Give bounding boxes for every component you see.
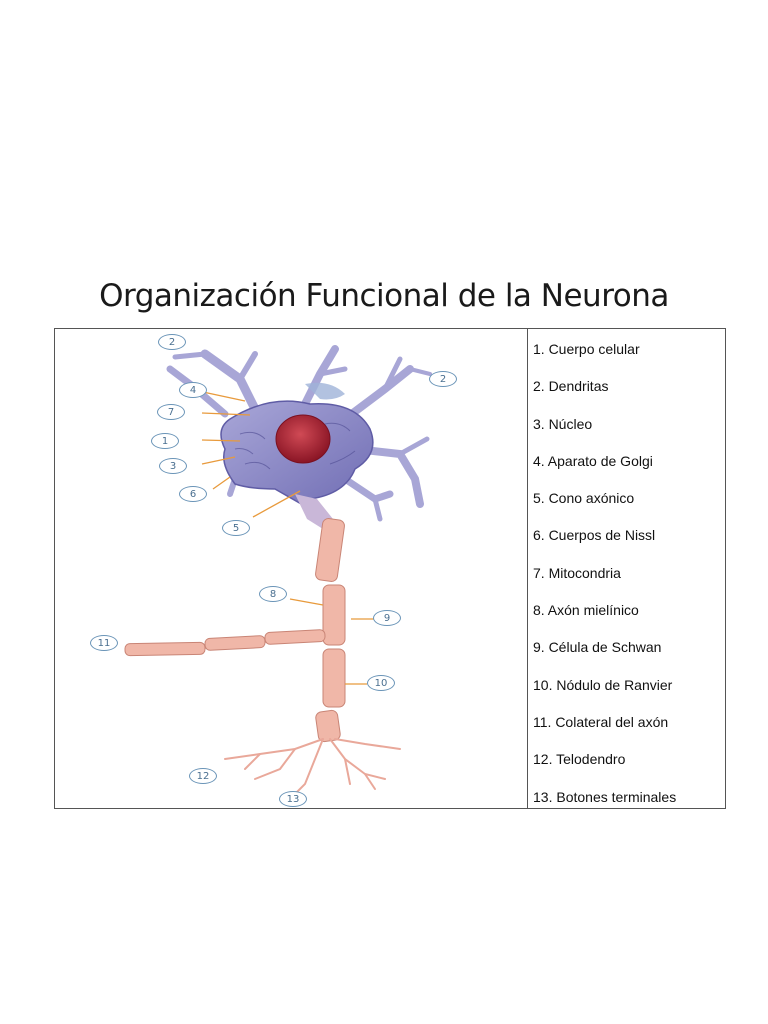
dendrite-blue-process: [305, 382, 345, 400]
nucleus: [275, 414, 331, 464]
page-title: Organización Funcional de la Neurona: [99, 278, 669, 314]
callout-10: 10: [367, 675, 395, 691]
callout-5: 5: [222, 520, 250, 536]
legend-item: 9. Célula de Schwan: [533, 639, 662, 656]
callout-9: 9: [373, 610, 401, 626]
legend-item: 6. Cuerpos de Nissl: [533, 527, 656, 544]
legend-item: 3. Núcleo: [533, 415, 593, 432]
legend-item: 11. Colateral del axón: [533, 713, 669, 730]
callout-7: 7: [157, 404, 185, 420]
callout-6: 6: [179, 486, 207, 502]
callout-13: 13: [279, 791, 307, 807]
callout-2-top: 2: [158, 334, 186, 350]
callout-3: 3: [159, 458, 187, 474]
neuron-svg: [124, 345, 432, 804]
legend-item: 10. Nódulo de Ranvier: [533, 676, 673, 693]
legend-item: 1. Cuerpo celular: [533, 341, 640, 357]
myelinated-axon: [315, 518, 346, 743]
callout-2-right: 2: [429, 371, 457, 387]
callout-8: 8: [259, 586, 287, 602]
axon-hillock: [295, 494, 333, 529]
callout-1: 1: [151, 433, 179, 449]
callout-4: 4: [179, 382, 207, 398]
callout-arrows: [201, 391, 375, 804]
legend-item: 4. Aparato de Golgi: [533, 452, 653, 469]
legend-item: 13. Botones terminales: [533, 788, 677, 805]
callout-12: 12: [189, 768, 217, 784]
axon-collateral: [124, 629, 326, 657]
legend-item: 7. Mitocondria: [533, 564, 621, 581]
legend-item: 8. Axón mielínico: [533, 602, 639, 619]
legend-list: 1. Cuerpo celular 2. Dendritas 3. Núcleo…: [528, 329, 725, 808]
legend-item: 5. Cono axónico: [533, 490, 635, 507]
neuron-diagram-frame: 2 2 4 7 1 3 6 5 8 9 11 10 12 13 1. Cuerp…: [54, 328, 726, 809]
legend-item: 12. Telodendro: [533, 751, 626, 768]
neuron-illustration: 2 2 4 7 1 3 6 5 8 9 11 10 12 13: [55, 329, 528, 808]
callout-11: 11: [90, 635, 118, 651]
nissl-bodies: [234, 422, 356, 470]
legend-item: 2. Dendritas: [533, 378, 609, 395]
dendrites: [166, 345, 432, 522]
telodendria: [224, 738, 401, 795]
